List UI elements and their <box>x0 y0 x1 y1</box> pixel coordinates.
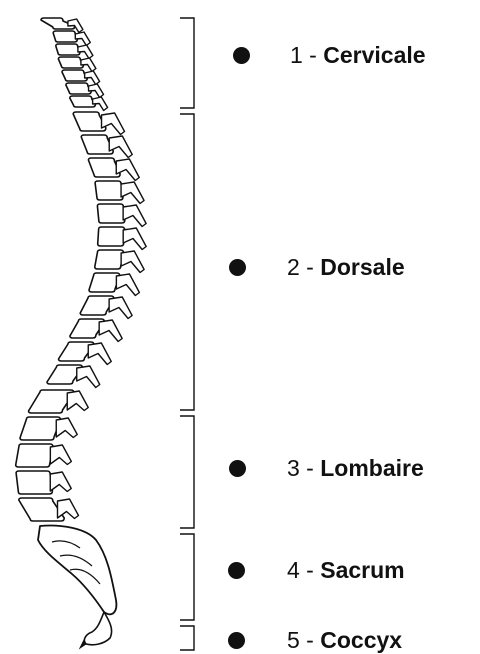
vertebra-icon <box>95 250 144 273</box>
region-name-lombaire: Lombaire <box>320 454 424 482</box>
region-name-cervicale: Cervicale <box>323 41 425 69</box>
vertebra-icon <box>89 273 139 296</box>
region-brackets <box>180 18 194 650</box>
region-name-dorsale: Dorsale <box>320 253 404 281</box>
vertebra-icon <box>95 181 144 204</box>
bracket-cervicale <box>180 18 194 108</box>
vertebra-icon <box>81 135 132 158</box>
vertebra-icon <box>20 417 77 440</box>
region-label-cervicale: 1 - Cervicale <box>233 41 426 69</box>
vertebra-icon <box>16 471 71 494</box>
vertebra-icon <box>59 342 112 365</box>
vertebra-icon <box>70 96 108 111</box>
vertebra-icon <box>47 365 100 388</box>
region-label-dorsale: 2 - Dorsale <box>229 253 405 281</box>
bullet-icon <box>233 47 250 64</box>
spinal-column-illustration <box>16 18 146 648</box>
region-name-sacrum: Sacrum <box>320 556 404 584</box>
vertebra-icon <box>98 227 146 250</box>
vertebra-icon <box>80 296 132 319</box>
vertebra-icon <box>97 204 146 227</box>
vertebra-icon <box>16 444 72 467</box>
coccyx-icon <box>80 612 112 648</box>
bracket-dorsale <box>180 114 194 410</box>
bullet-icon <box>228 632 245 649</box>
bullet-icon <box>229 460 246 477</box>
region-label-coccyx: 5 - Coccyx <box>228 626 402 654</box>
vertebra-icon <box>29 390 89 413</box>
vertebra-icon <box>73 112 124 135</box>
bracket-lombaire <box>180 416 194 528</box>
sacrum-icon <box>38 526 116 615</box>
vertebra-icon <box>70 319 122 342</box>
bracket-coccyx <box>180 626 194 650</box>
region-name-coccyx: Coccyx <box>320 626 402 654</box>
bracket-sacrum <box>180 534 194 620</box>
vertebra-icon <box>19 498 79 521</box>
region-label-sacrum: 4 - Sacrum <box>228 556 405 584</box>
region-label-lombaire: 3 - Lombaire <box>229 454 424 482</box>
bullet-icon <box>229 259 246 276</box>
bullet-icon <box>228 562 245 579</box>
vertebra-icon <box>88 158 139 181</box>
